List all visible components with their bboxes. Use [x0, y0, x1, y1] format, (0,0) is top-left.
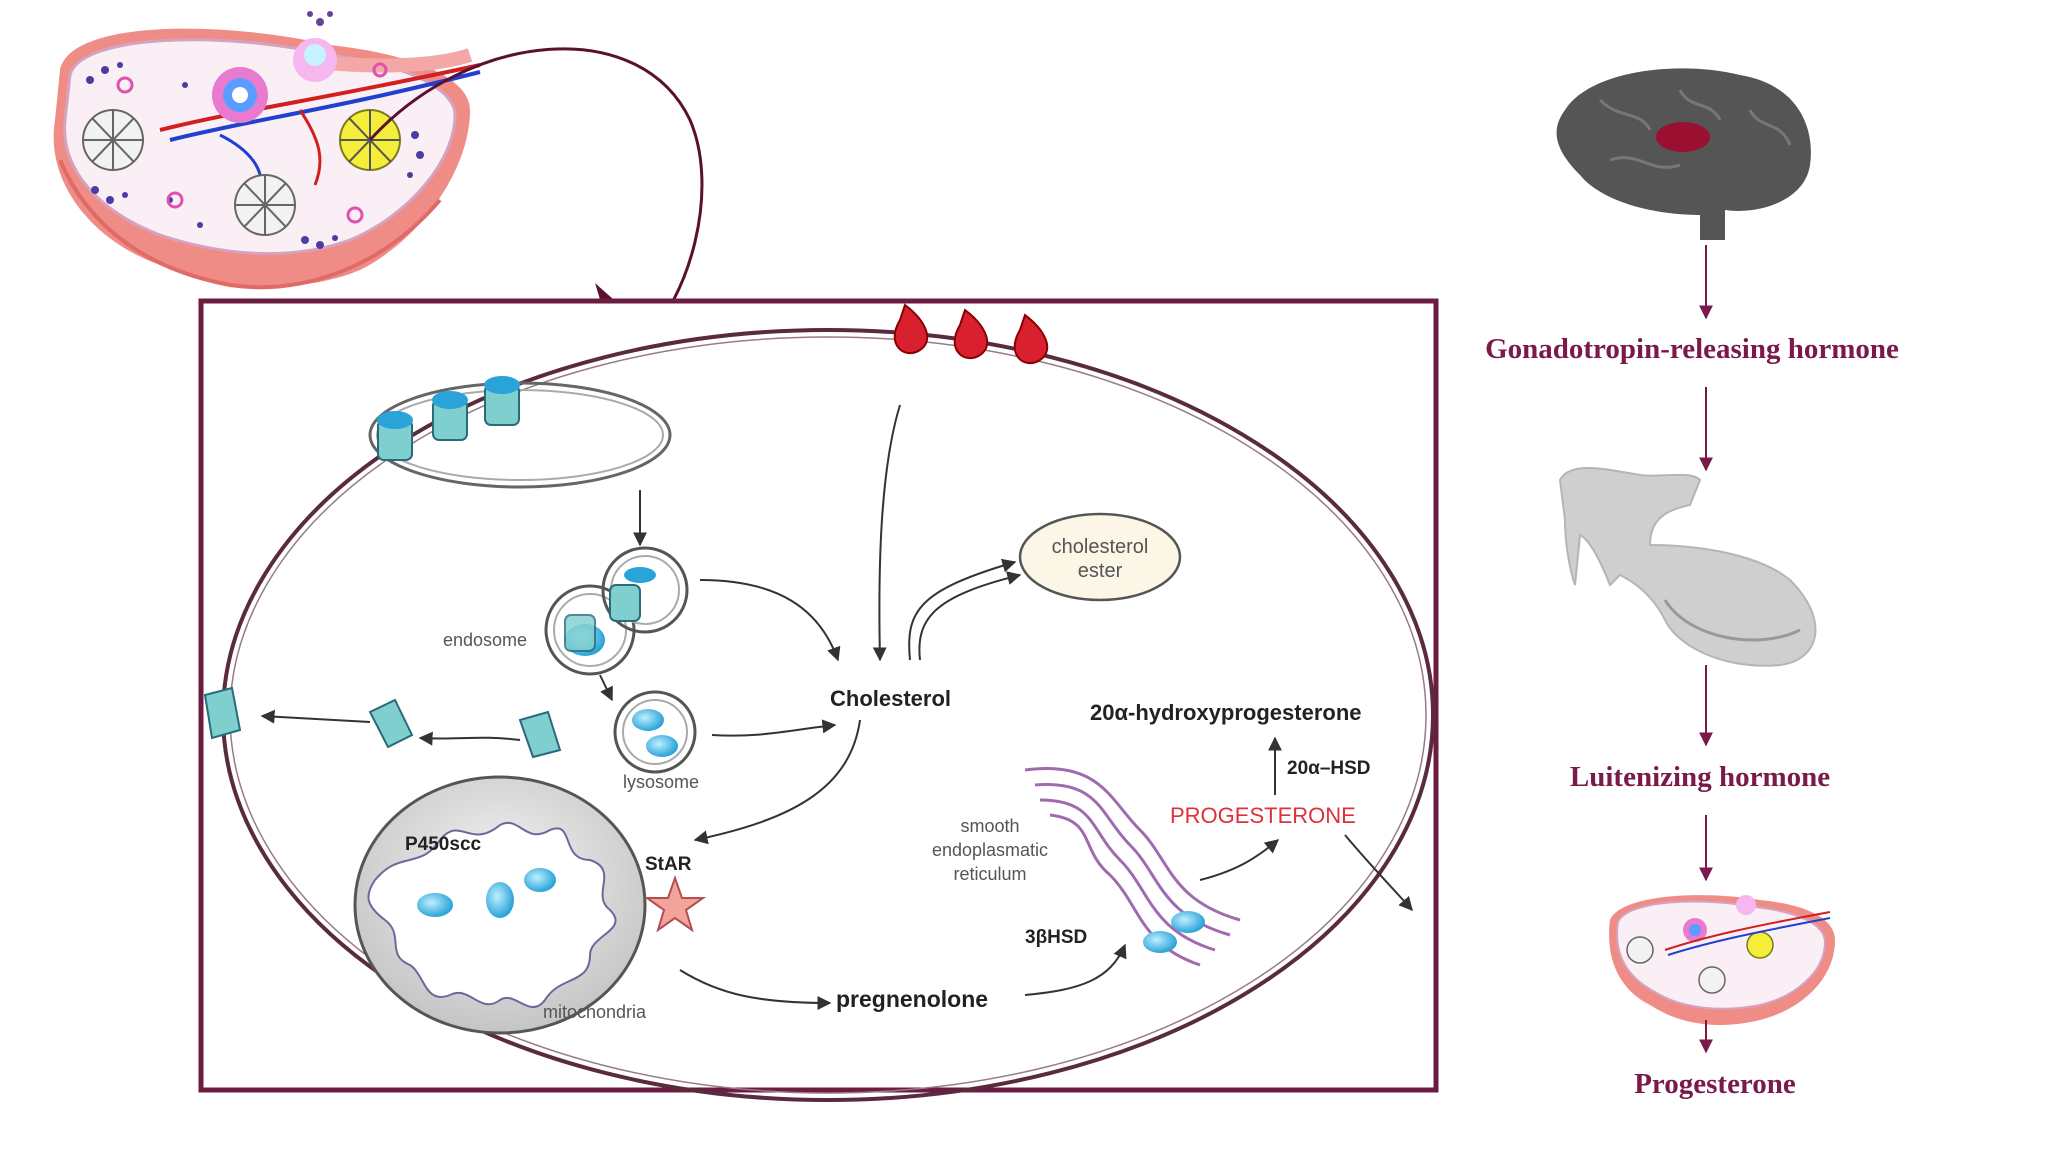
label-20a-hsd: 20α–HSD — [1287, 758, 1371, 779]
label-cholesterol-ester-1: cholesterol — [1052, 536, 1149, 558]
label-pregnenolone: pregnenolone — [836, 986, 988, 1012]
brain-icon — [1556, 68, 1811, 240]
label-p450scc: P450scc — [405, 834, 482, 855]
label-mitochondria: mitochondria — [543, 1002, 647, 1022]
label-hydroxyprogesterone: 20α-hydroxyprogesterone — [1090, 700, 1362, 725]
label-ser-3: reticulum — [953, 864, 1026, 884]
label-ser-1: smooth — [960, 816, 1019, 836]
label-progesterone: Progesterone — [1634, 1068, 1796, 1100]
cholesterol-ester-bubble — [1018, 512, 1182, 602]
recycled-receptors — [203, 686, 562, 759]
pituitary-icon — [1558, 467, 1817, 667]
label-gnrh: Gonadotropin-releasing hormone — [1485, 333, 1899, 365]
mitochondria-icon — [353, 775, 647, 1035]
star-protein-icon — [643, 874, 707, 933]
ribosome-icon — [1143, 911, 1205, 953]
label-lh: Luitenizing hormone — [1570, 761, 1830, 793]
cell-labels: cholesterol ester endosome lysosome Chol… — [405, 536, 1371, 1022]
label-cholesterol: Cholesterol — [830, 686, 951, 711]
label-star: StAR — [645, 854, 692, 875]
label-ser-2: endoplasmatic — [932, 840, 1048, 860]
label-endosome: endosome — [443, 630, 527, 650]
coated-vesicle — [368, 376, 672, 489]
label-progesterone-caps: PROGESTERONE — [1170, 803, 1356, 828]
lysosome-icon — [613, 690, 697, 774]
label-cholesterol-ester-2: ester — [1078, 560, 1123, 582]
endosome-icon — [544, 546, 689, 676]
ovary-illustration — [53, 11, 481, 290]
label-3bhsd: 3βHSD — [1025, 927, 1087, 948]
label-lysosome: lysosome — [623, 772, 699, 792]
small-ovary-icon — [1609, 895, 1835, 1025]
ldl-particles-icon — [893, 303, 1049, 365]
pathway-arrows — [260, 404, 1413, 1010]
